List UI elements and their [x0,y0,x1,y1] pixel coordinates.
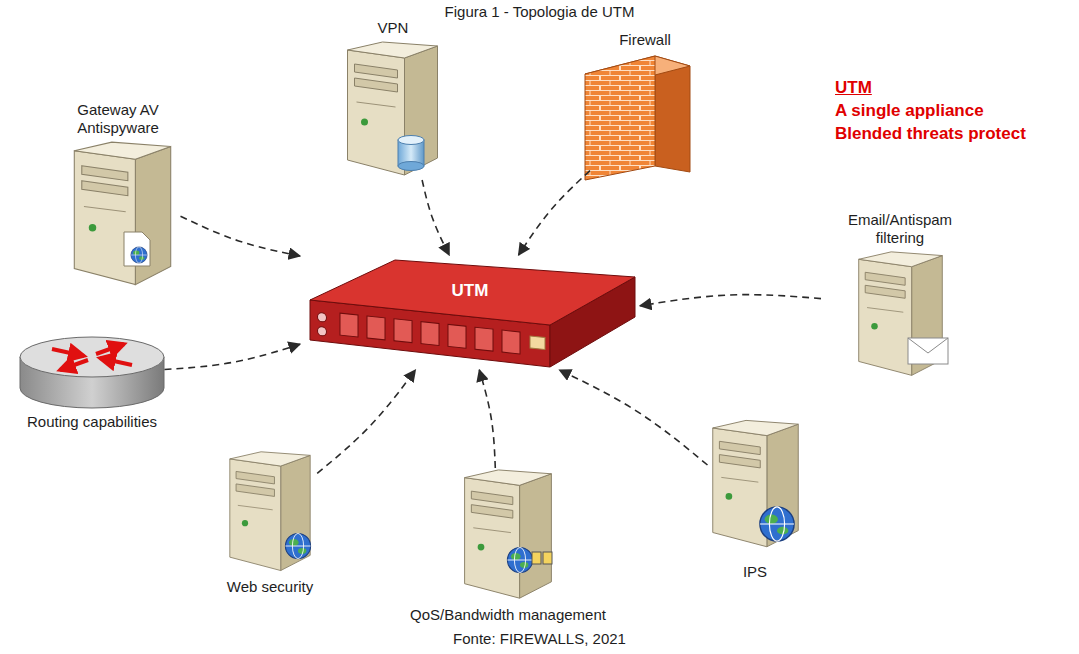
router-symbol-part [60,360,88,370]
web-security-node: Web security [223,450,317,596]
icon-area [225,450,315,575]
utm-appliance-shape-part-part [421,322,439,346]
icon-area [20,335,165,410]
figure-caption: Fonte: FIREWALLS, 2021 [0,630,1079,647]
gateway-av-server-part [74,142,170,285]
qos-server [465,470,552,598]
qos-server-part [465,470,552,598]
email-server [859,252,948,376]
router-symbol-part [96,344,124,354]
web-security-server-part [285,533,310,558]
component-label: Firewall [619,31,671,49]
dashed-arrow [519,171,590,255]
component-label: Web security [227,578,313,596]
utm-appliance-shape-part-part [318,312,327,322]
firewall-wall [585,56,690,180]
utm-appliance: UTM [300,255,640,370]
utm-appliance-shape-part-part [475,327,493,351]
gateway-av-server-part [124,232,150,266]
dashed-arrow [479,370,495,468]
vpn-server-part [398,136,424,145]
utm-appliance-shape-part [318,311,546,359]
icon-area [838,250,963,380]
router-symbol-part [20,337,164,377]
web-security-server [230,452,311,571]
annotation-text: UTM [835,78,872,98]
ips-node: IPS [708,410,803,581]
utm-appliance-shape-part-part [340,313,358,337]
gateway-av-server [74,142,170,285]
gateway-av-node: Gateway AV Antispyware [56,101,181,290]
component-label: Routing capabilities [27,413,157,431]
ips-server-part [760,507,794,541]
icon-area [708,410,803,560]
vpn-server-part [398,162,424,171]
firewall-wall-part [585,56,655,180]
dashed-arrow [317,370,415,473]
ips-server-part [713,420,799,546]
vpn-node: VPN [341,19,446,180]
gateway-av-server-part [131,247,147,263]
email-server-part [908,338,948,353]
component-label: IPS [743,563,767,581]
routing-node: Routing capabilities [20,335,165,431]
annotation-text: Blended threats protect [835,124,1026,144]
utm-appliance-shape-part-part [318,326,327,336]
component-label: VPN [378,19,409,37]
qos-node: QoS/Bandwidth management [406,468,610,624]
qos-server-part [543,552,552,564]
utm-appliance-shape-part-part [448,324,466,348]
email-server-part [908,338,948,364]
annotation-text: A single appliance [835,101,984,121]
qos-server-part [507,547,532,572]
component-label: QoS/Bandwidth management [410,606,606,624]
router-symbol-part [100,358,132,365]
qos-server-part [532,552,541,564]
figure-title: Figura 1 - Topologia de UTM [0,3,1079,20]
utm-appliance-shape-part-part [367,316,385,340]
vpn-server-part [348,42,438,175]
email-antispam-node: Email/Antispam filtering [821,211,979,380]
router-symbol [20,337,164,408]
dashed-arrow [560,370,708,465]
dashed-arrow [640,295,821,306]
ips-server [713,420,799,546]
icon-area [341,40,446,180]
web-security-server-part [230,452,310,571]
icon-area [590,52,700,180]
vpn-server [348,42,438,175]
icon-area [56,140,181,290]
appliance-label: UTM [300,281,640,301]
dashed-arrow [422,180,449,255]
icon-area [458,468,558,603]
dashed-arrow [181,216,301,256]
utm-appliance-shape-part-part [530,336,545,350]
utm-appliance-shape-part-part [394,319,412,343]
dashed-arrow [165,344,301,369]
component-label: Email/Antispam filtering [825,211,975,247]
utm-appliance-shape-part-part [502,330,520,354]
component-label: Gateway AV Antispyware [62,101,174,137]
router-symbol-part [52,349,84,356]
firewall-node: Firewall [590,31,700,180]
utm-appliance-shape [300,255,640,370]
